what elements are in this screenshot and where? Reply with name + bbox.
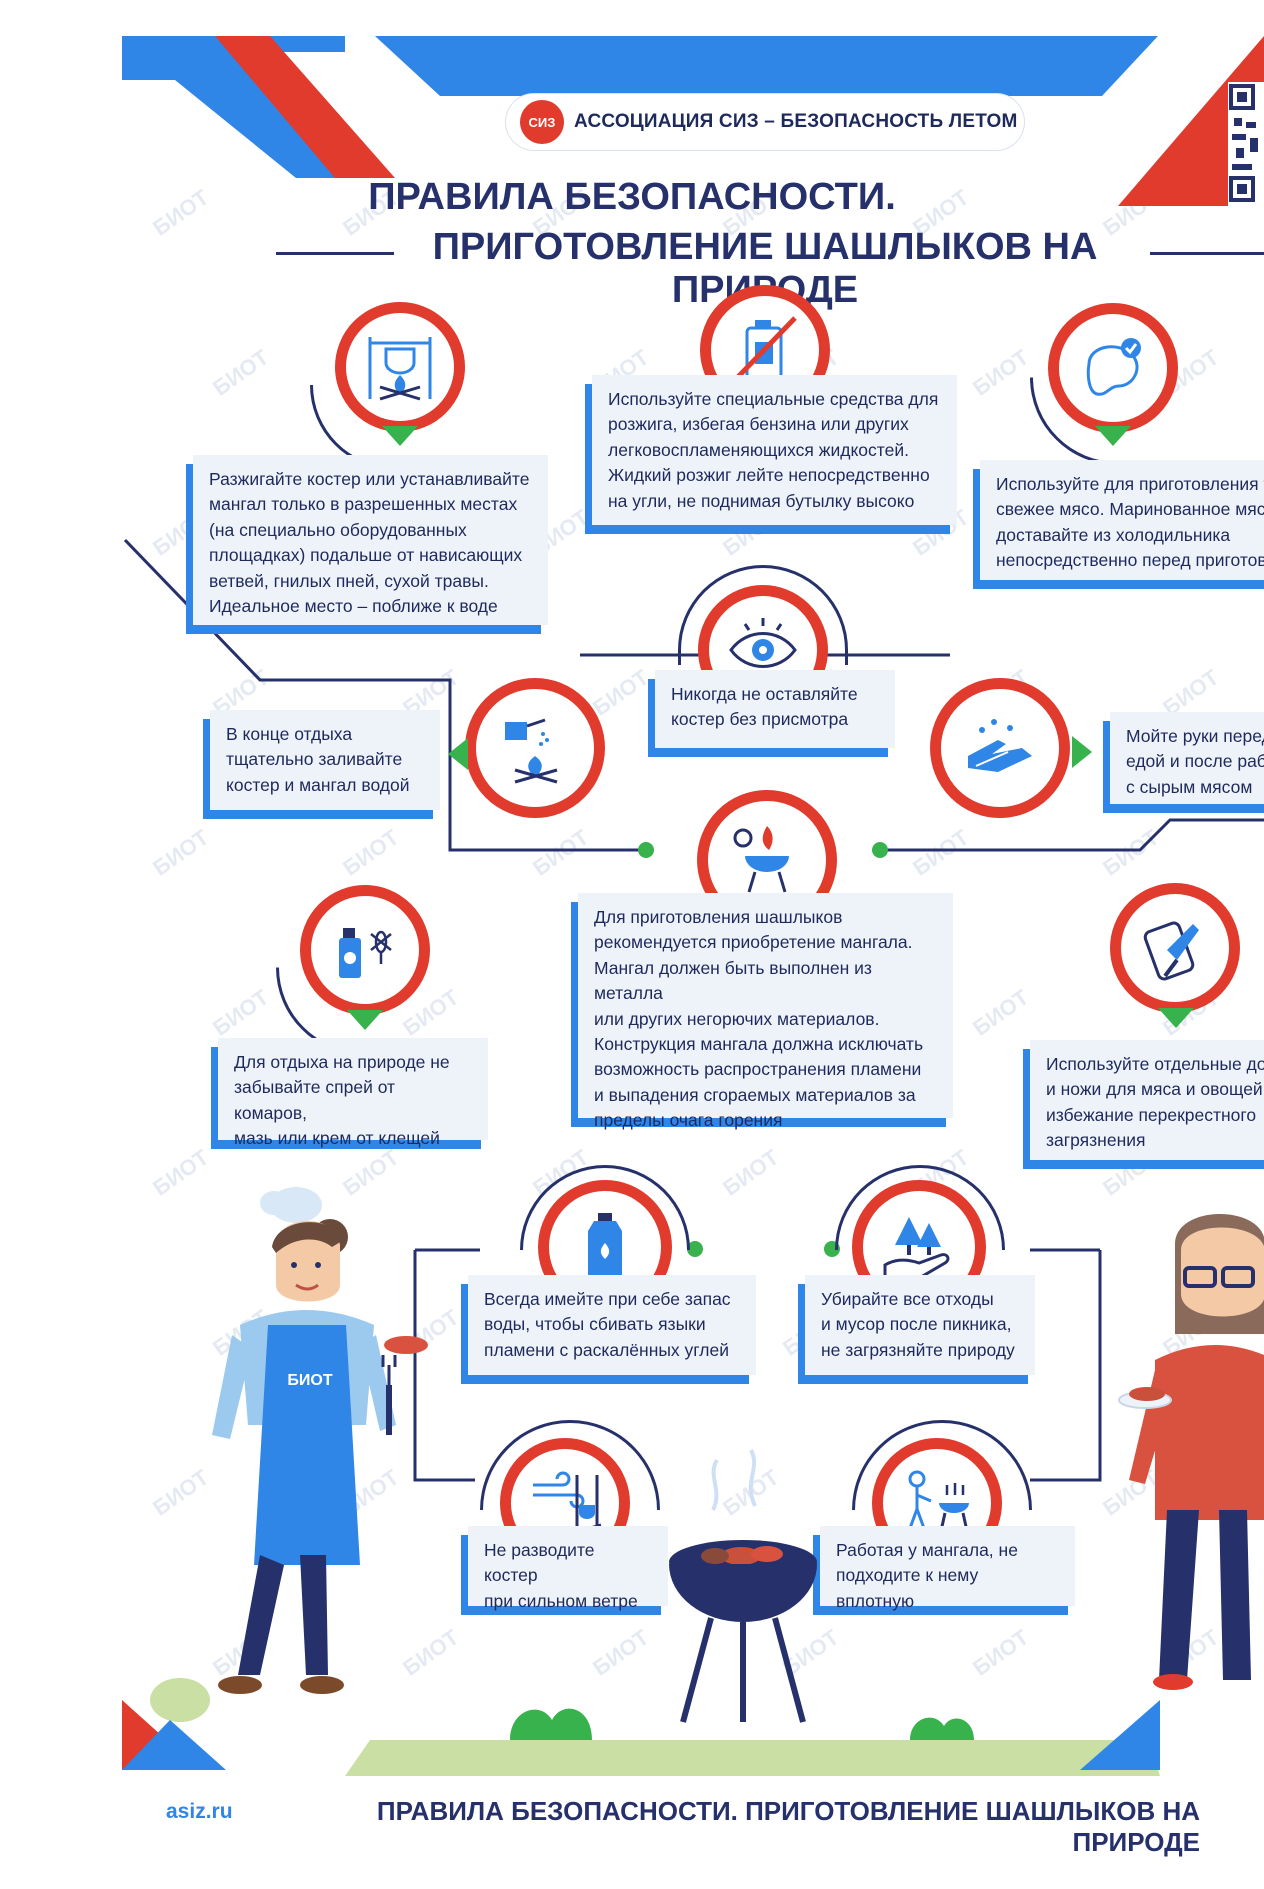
tip-text-extinguish: В конце отдыха тщательно заливайте косте… (226, 724, 410, 795)
tip-text-litter: Убирайте все отходы и мусор после пикник… (821, 1289, 1015, 1360)
siz-logo-text: СИЗ (528, 114, 556, 130)
watering-can-fire-icon (484, 697, 586, 799)
tip-card-fresh-meat: Используйте для приготовления т свежее м… (980, 460, 1264, 580)
footer-site-link[interactable]: asiz.ru (166, 1800, 233, 1823)
tip-card-wash-hands: Мойте руки перед едой и после раб с сыры… (1110, 712, 1264, 804)
campfire-icon (354, 321, 446, 413)
tip-text-fire-place: Разжигайте костер или устанавливайте ман… (209, 469, 530, 616)
qr-code-icon (1228, 82, 1264, 206)
tip-badge-repellent (300, 885, 430, 1015)
tip-card-distance: Работая у мангала, не подходите к нему в… (820, 1526, 1075, 1611)
tip-text-supervise: Никогда не оставляйте костер без присмот… (671, 684, 858, 730)
chicken-check-icon (1067, 322, 1159, 414)
ground-decoration (150, 1678, 1160, 1776)
tip-card-water: Всегда имейте при себе запас воды, чтобы… (468, 1275, 756, 1375)
siz-logo: СИЗ (520, 100, 564, 144)
hands-washing-icon (949, 697, 1051, 799)
chef-illustration: БИОТ (212, 1187, 428, 1694)
tip-text-fresh-meat: Используйте для приготовления т свежее м… (996, 474, 1264, 571)
header-stripes (122, 36, 1264, 206)
footer-title: ПРАВИЛА БЕЗОПАСНОСТИ. ПРИГОТОВЛЕНИЕ ШАШЛ… (376, 1796, 1200, 1857)
tip-card-extinguish: В конце отдыха тщательно заливайте косте… (210, 710, 440, 810)
tip-card-wind: Не разводите костер при сильном ветре (468, 1526, 668, 1611)
connector-dot (638, 842, 654, 858)
tip-text-boards: Используйте отдельные дос и ножи для мяс… (1046, 1054, 1264, 1151)
tip-card-grill: Для приготовления шашлыков рекомендуется… (578, 893, 953, 1130)
tip-text-distance: Работая у мангала, не подходите к нему в… (836, 1540, 1018, 1611)
tip-text-water: Всегда имейте при себе запас воды, чтобы… (484, 1289, 731, 1360)
grill-illustration (669, 1449, 817, 1723)
tip-text-repellent: Для отдыха на природе не забывайте спрей… (234, 1052, 450, 1149)
tip-card-boards: Используйте отдельные дос и ножи для мяс… (1030, 1040, 1264, 1160)
tip-text-wash-hands: Мойте руки перед едой и после раб с сыры… (1126, 726, 1264, 797)
woman-illustration (1118, 1214, 1264, 1690)
tip-badge-extinguish (465, 678, 605, 818)
page-title: ПРАВИЛА БЕЗОПАСНОСТИ. (0, 175, 1264, 221)
connector-dot (872, 842, 888, 858)
tip-badge-boards (1110, 883, 1240, 1013)
apron-label: БИОТ (287, 1372, 332, 1389)
tip-badge-fresh-meat (1048, 303, 1178, 433)
tip-badge-fire-place (335, 302, 465, 432)
tip-card-litter: Убирайте все отходы и мусор после пикник… (805, 1275, 1035, 1375)
tip-card-supervise: Никогда не оставляйте костер без присмот… (655, 670, 895, 748)
connector-dot (687, 1241, 703, 1257)
spray-mosquito-icon (319, 904, 411, 996)
header-badge: СИЗ АССОЦИАЦИЯ СИЗ – БЕЗОПАСНОСТЬ ЛЕТОМ (505, 93, 1025, 151)
footer-stripes (122, 1700, 1160, 1770)
tip-badge-wash-hands (930, 678, 1070, 818)
tip-card-fire-place: Разжигайте костер или устанавливайте ман… (193, 455, 548, 625)
tip-card-ignition: Используйте специальные средства для роз… (592, 375, 957, 525)
tip-text-ignition: Используйте специальные средства для роз… (608, 389, 939, 511)
header-badge-text: АССОЦИАЦИЯ СИЗ – БЕЗОПАСНОСТЬ ЛЕТОМ (574, 111, 1018, 132)
tip-text-grill: Для приготовления шашлыков рекомендуется… (594, 907, 924, 1130)
cutting-board-knife-icon (1129, 902, 1221, 994)
page-title-line1: ПРАВИЛА БЕЗОПАСНОСТИ. (368, 176, 896, 218)
tip-card-repellent: Для отдыха на природе не забывайте спрей… (218, 1038, 488, 1148)
tip-text-wind: Не разводите костер при сильном ветре (484, 1540, 638, 1611)
